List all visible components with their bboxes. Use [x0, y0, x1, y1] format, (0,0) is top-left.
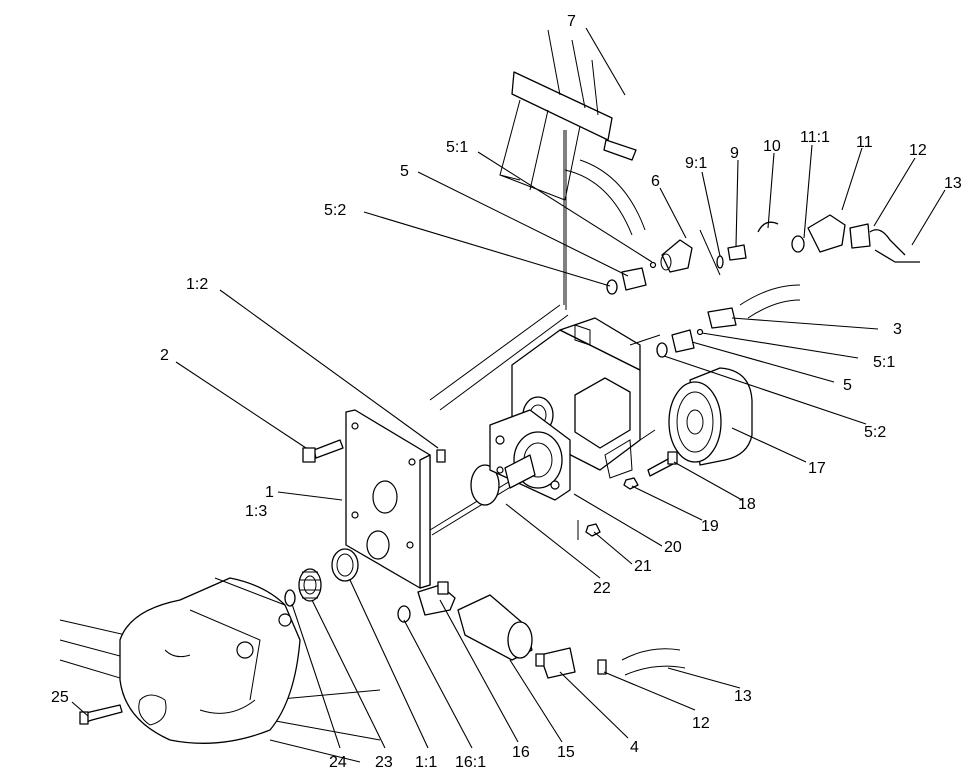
leader-lines	[71, 27, 946, 749]
callout-7: 7	[567, 13, 576, 30]
callout-13-top: 13	[944, 175, 962, 192]
callout-22: 22	[593, 580, 611, 597]
callout-12-top: 12	[909, 142, 927, 159]
callout-5-2-top: 5:2	[324, 202, 346, 219]
callout-25: 25	[51, 689, 69, 706]
callout-labels: 7 5:1 5 5:2 6 9:1 9 10 11:1 11 12 13 1:2…	[51, 13, 962, 771]
callout-20: 20	[664, 539, 682, 556]
callout-6: 6	[651, 173, 660, 190]
callout-15: 15	[557, 744, 575, 761]
callout-9: 9	[730, 145, 739, 162]
callout-11-1: 11:1	[800, 129, 830, 146]
callout-16-1: 16:1	[455, 754, 486, 771]
callout-12-bottom: 12	[692, 715, 710, 732]
callout-10: 10	[763, 138, 781, 155]
callout-1-2: 1:2	[186, 276, 208, 293]
frame-bracket	[429, 29, 646, 411]
callout-5-2-right: 5:2	[864, 424, 886, 441]
callout-5-right: 5	[843, 377, 852, 394]
callout-23: 23	[375, 754, 393, 771]
callout-21: 21	[634, 558, 652, 575]
fittings-lower	[397, 581, 686, 679]
o-ring-22	[470, 464, 500, 506]
seal-1-1	[331, 548, 359, 582]
mounting-plate-1	[345, 409, 431, 589]
callout-3: 3	[893, 321, 902, 338]
callout-1-1: 1:1	[415, 754, 437, 771]
callout-5-1-top: 5:1	[446, 139, 468, 156]
callout-1-3: 1:3	[245, 503, 267, 520]
callout-13-bottom: 13	[734, 688, 752, 705]
callout-16: 16	[512, 744, 530, 761]
callout-9-1: 9:1	[685, 155, 707, 172]
hydraulic-pump-20	[489, 317, 661, 540]
callout-1: 1	[265, 484, 274, 501]
bolt-18	[647, 451, 678, 477]
fittings-right	[656, 284, 801, 358]
callout-11: 11	[856, 134, 873, 151]
callout-4: 4	[630, 739, 639, 756]
callout-5-top: 5	[400, 163, 409, 180]
gear-23	[298, 568, 322, 602]
callout-5-1-right: 5:1	[873, 354, 895, 371]
snap-ring-24	[284, 589, 296, 607]
shaft-centerline	[429, 474, 523, 536]
fittings-upper	[606, 214, 920, 295]
callout-2: 2	[160, 347, 169, 364]
callout-19: 19	[701, 518, 719, 535]
nut-21	[585, 523, 601, 537]
axle-assembly	[59, 577, 381, 763]
oil-filter-17	[668, 367, 753, 466]
bolt-2	[302, 439, 344, 463]
callout-24: 24	[329, 754, 347, 771]
dowel-1-2	[436, 449, 446, 463]
callout-17: 17	[808, 460, 826, 477]
callout-18: 18	[738, 496, 756, 513]
